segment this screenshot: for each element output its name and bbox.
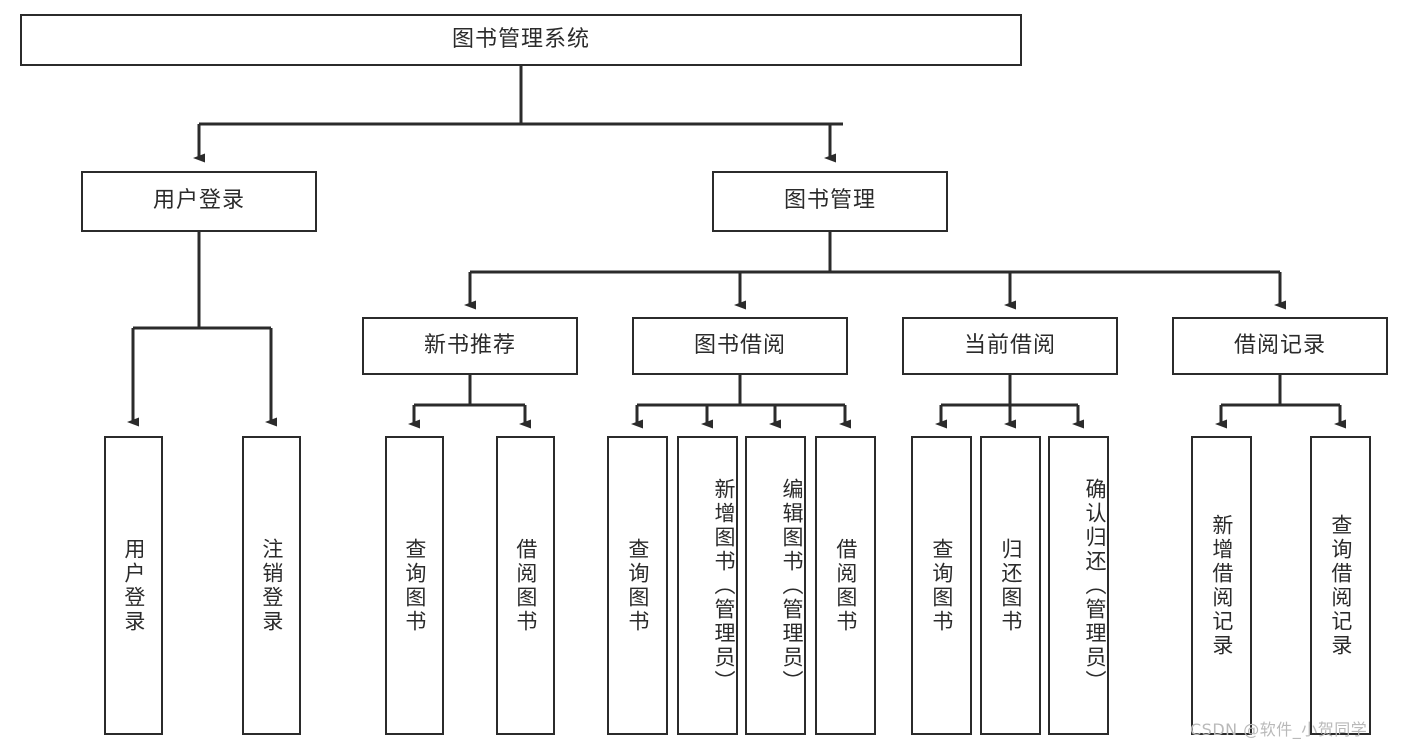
leaf-new-book-borrow[interactable]: 借阅图书 <box>496 436 555 735</box>
node-label: 借阅图书 <box>513 537 538 634</box>
node-user-login[interactable]: 用户登录 <box>81 171 317 232</box>
node-current-borrow[interactable]: 当前借阅 <box>902 317 1118 375</box>
node-label: 查询图书 <box>402 537 427 634</box>
node-label: 借阅记录 <box>1233 332 1326 358</box>
leaf-new-book-query[interactable]: 查询图书 <box>385 436 444 735</box>
leaf-book-borrow-borrow[interactable]: 借阅图书 <box>815 436 876 735</box>
node-root-system[interactable]: 图书管理系统 <box>20 14 1022 66</box>
node-label: 图书管理 <box>783 188 876 214</box>
node-new-book-recommend[interactable]: 新书推荐 <box>362 317 578 375</box>
node-label: 查询图书 <box>929 537 954 634</box>
node-borrow-record[interactable]: 借阅记录 <box>1172 317 1388 375</box>
leaf-user-login-logout[interactable]: 注销登录 <box>242 436 301 735</box>
leaf-book-borrow-add[interactable]: 新增图书（管理员） <box>677 436 738 735</box>
leaf-user-login-login[interactable]: 用户登录 <box>104 436 163 735</box>
node-label: 查询借阅记录 <box>1328 513 1353 658</box>
node-label: 查询图书 <box>625 537 650 634</box>
leaf-current-borrow-return[interactable]: 归还图书 <box>980 436 1041 735</box>
node-label: 归还图书 <box>998 537 1023 634</box>
node-label: 借阅图书 <box>833 537 858 634</box>
node-book-management[interactable]: 图书管理 <box>712 171 948 232</box>
node-label: 新增借阅记录 <box>1209 513 1234 658</box>
node-label: 编辑图书（管理员） <box>780 477 804 694</box>
leaf-borrow-record-query[interactable]: 查询借阅记录 <box>1310 436 1371 735</box>
node-label: 确认归还（管理员） <box>1083 477 1107 694</box>
leaf-book-borrow-query[interactable]: 查询图书 <box>607 436 668 735</box>
node-label: 用户登录 <box>152 188 245 214</box>
node-label: 新增图书（管理员） <box>712 477 736 694</box>
node-label: 用户登录 <box>121 537 146 634</box>
node-label: 注销登录 <box>259 537 284 634</box>
leaf-current-borrow-confirm-return[interactable]: 确认归还（管理员） <box>1048 436 1109 735</box>
node-label: 图书管理系统 <box>451 26 590 52</box>
leaf-borrow-record-add[interactable]: 新增借阅记录 <box>1191 436 1252 735</box>
node-label: 当前借阅 <box>963 332 1056 358</box>
leaf-current-borrow-query[interactable]: 查询图书 <box>911 436 972 735</box>
node-label: 图书借阅 <box>693 332 786 358</box>
node-book-borrow[interactable]: 图书借阅 <box>632 317 848 375</box>
node-label: 新书推荐 <box>423 332 516 358</box>
leaf-book-borrow-edit[interactable]: 编辑图书（管理员） <box>745 436 806 735</box>
